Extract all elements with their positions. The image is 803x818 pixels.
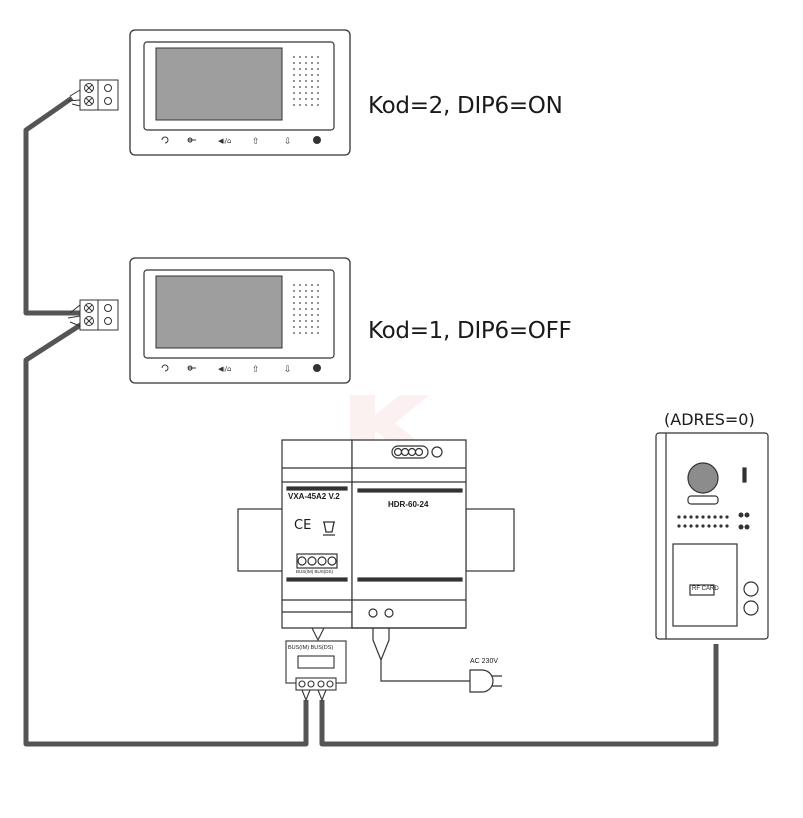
wire-link-monitors [23, 95, 82, 316]
junction-label: BUS(IM) BUS(DS) [288, 645, 334, 651]
mains-cable [372, 628, 502, 693]
door-station-label: (ADRES=0) [664, 410, 755, 429]
din-rail [237, 508, 515, 572]
wire-im-bus [23, 321, 309, 747]
monitor-top [129, 29, 351, 156]
power-supply [351, 439, 467, 629]
monitor-bottom-label: Kod=1, DIP6=OFF [368, 318, 572, 344]
card-reader-label: RF CARD [692, 586, 719, 592]
terminal-bottom [79, 299, 119, 331]
bus-wires [23, 95, 719, 747]
watermark [350, 395, 430, 451]
bus-module-model: VXA-45A2 V.2 [288, 492, 340, 501]
ce-mark: CE [294, 518, 312, 533]
terminal-top [79, 79, 119, 111]
bus-junction [285, 627, 347, 702]
wire-ds-bus [319, 644, 719, 747]
door-station [655, 432, 769, 640]
bus-module-terminals: BUS(IM) BUS(DS) [296, 569, 333, 574]
monitor-bottom [129, 257, 351, 384]
power-supply-model: HDR-60-24 [388, 500, 429, 509]
bus-module [281, 439, 353, 629]
mains-label: AC 230V [470, 658, 499, 665]
monitor-top-label: Kod=2, DIP6=ON [368, 93, 563, 119]
